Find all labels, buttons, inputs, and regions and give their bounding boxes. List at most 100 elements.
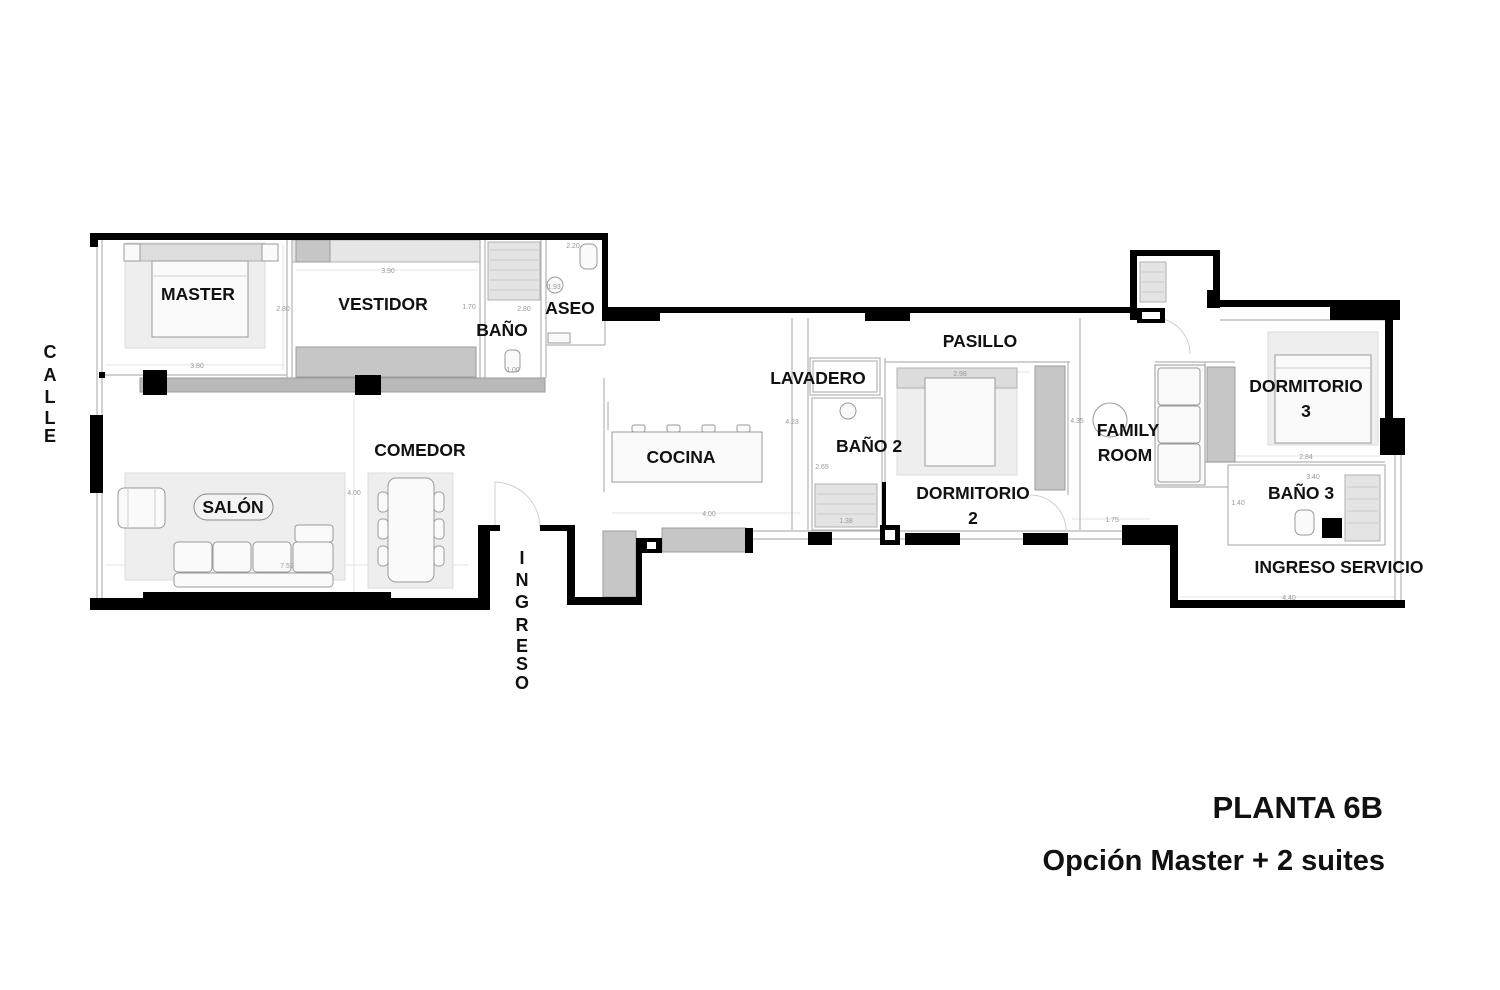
wall-bottom-right	[1170, 600, 1405, 608]
door-swing-family-room	[1154, 317, 1191, 355]
entrance-letter: E	[516, 636, 528, 656]
room-labels: MASTER VESTIDOR BAÑO ASEO COMEDOR SALÓN …	[161, 284, 1423, 577]
dimension-labels: 3.90 2.80 1.70 2.80 1.93 2.20 3.80 1.00 …	[190, 243, 1320, 602]
wall-corner	[90, 233, 98, 247]
dimension-label: 4.23	[785, 419, 799, 426]
column	[808, 532, 832, 545]
dimension-label: 3.90	[381, 268, 395, 275]
dimension-label: 7.52	[280, 563, 294, 570]
dimension-label: 2.65	[815, 464, 829, 471]
dimension-label: 1.93	[547, 284, 561, 291]
kitchen-island	[611, 431, 763, 483]
dimension-label: 1.75	[1105, 517, 1119, 524]
entrance-label: I N G R E S O	[515, 548, 529, 693]
wall-pantry-bottom	[567, 597, 642, 605]
wall-marker	[99, 372, 105, 378]
sofa-cushion	[252, 541, 292, 573]
bano-toilet	[504, 349, 521, 373]
street-letter: L	[45, 387, 56, 407]
entrance-letter: S	[516, 654, 528, 674]
wall-entrance-top	[478, 525, 500, 531]
wall-service-left	[1130, 250, 1137, 320]
dining-chair	[433, 518, 445, 540]
room-label-family: FAMILY	[1097, 420, 1160, 440]
dining-chair	[377, 518, 389, 540]
dimension-label: 2.20	[566, 243, 580, 250]
wall-service-top	[1130, 250, 1220, 256]
bano-2-sink	[839, 402, 857, 420]
kitchen-stool	[736, 424, 751, 433]
column	[1023, 533, 1068, 545]
column	[355, 375, 381, 395]
room-label-room: ROOM	[1098, 445, 1152, 465]
aseo-cabinet	[547, 332, 571, 344]
dimension-label: 4.00	[347, 490, 361, 497]
sofa-cushion	[1157, 367, 1201, 406]
aseo-toilet	[579, 243, 598, 270]
column	[745, 528, 753, 553]
armchair	[117, 487, 166, 529]
room-label-bano: BAÑO	[476, 319, 528, 340]
kitchen-stool	[666, 424, 681, 433]
master-nightstand	[123, 243, 141, 262]
aseo-sink	[546, 276, 564, 294]
street-label: C A L L E	[44, 342, 57, 446]
entrance-letter: G	[515, 592, 529, 612]
entrance-letter: I	[519, 548, 524, 568]
column	[1322, 518, 1342, 538]
sofa-back	[173, 572, 334, 588]
wall-aseo-right	[602, 233, 608, 321]
column	[1122, 525, 1178, 545]
bano-2-shower	[814, 483, 878, 528]
room-label-ingreso-servicio: INGRESO SERVICIO	[1255, 557, 1424, 577]
dimension-label: 3.40	[1306, 474, 1320, 481]
room-label-cocina: COCINA	[646, 447, 715, 467]
wall-top-right	[1220, 300, 1400, 307]
entrance-letter: O	[515, 673, 529, 693]
sofa-cushion	[1157, 443, 1201, 483]
column	[865, 307, 910, 321]
dormitorio-2-closet	[1034, 365, 1066, 491]
dimension-label: 3.80	[190, 363, 204, 370]
dining-chair	[377, 491, 389, 513]
kitchen-counter	[661, 527, 747, 553]
plan-title: PLANTA 6B	[1213, 790, 1384, 825]
bano-3-shower	[1344, 474, 1381, 542]
master-nightstand	[261, 243, 279, 262]
dining-chair	[433, 545, 445, 567]
room-label-salon: SALÓN	[202, 496, 263, 517]
wall-service-entrance	[1170, 545, 1178, 608]
master-bed	[151, 260, 249, 338]
room-label-dormitorio-3-number: 3	[1301, 401, 1311, 421]
vestidor-closet-top-dark	[295, 239, 331, 263]
dimension-label: 2.84	[1299, 454, 1313, 461]
wall-bottom-thick	[143, 592, 391, 610]
column-void	[647, 542, 656, 549]
dimension-label: 4.35	[1070, 418, 1084, 425]
bano-shower	[487, 241, 541, 301]
dormitorio-2-bed	[924, 377, 996, 467]
dining-chair	[433, 491, 445, 513]
sofa-cushion	[1157, 405, 1201, 444]
dimension-label: 1.38	[839, 518, 853, 525]
dimension-label: 1.40	[1231, 500, 1245, 507]
column-left	[90, 415, 103, 493]
wall-entrance-top	[540, 525, 575, 531]
wall-service-right	[1213, 250, 1220, 305]
column-void	[885, 530, 895, 540]
sofa-cushion	[212, 541, 252, 573]
wall-top-left	[90, 233, 608, 240]
room-label-pasillo: PASILLO	[943, 331, 1018, 351]
wall-door-jamb	[882, 482, 886, 527]
lavadero-outline-inner	[812, 360, 878, 393]
room-label-lavadero: LAVADERO	[770, 368, 866, 388]
bano-3-outline	[1227, 464, 1386, 546]
room-label-master: MASTER	[161, 284, 235, 304]
wall-entrance-right	[567, 525, 575, 605]
partition-wall-band	[139, 377, 546, 393]
wall-entrance-left	[478, 525, 490, 610]
kitchen-stool	[701, 424, 716, 433]
room-label-bano-3: BAÑO 3	[1268, 482, 1334, 503]
dormitorio-3-closet	[1206, 366, 1236, 463]
